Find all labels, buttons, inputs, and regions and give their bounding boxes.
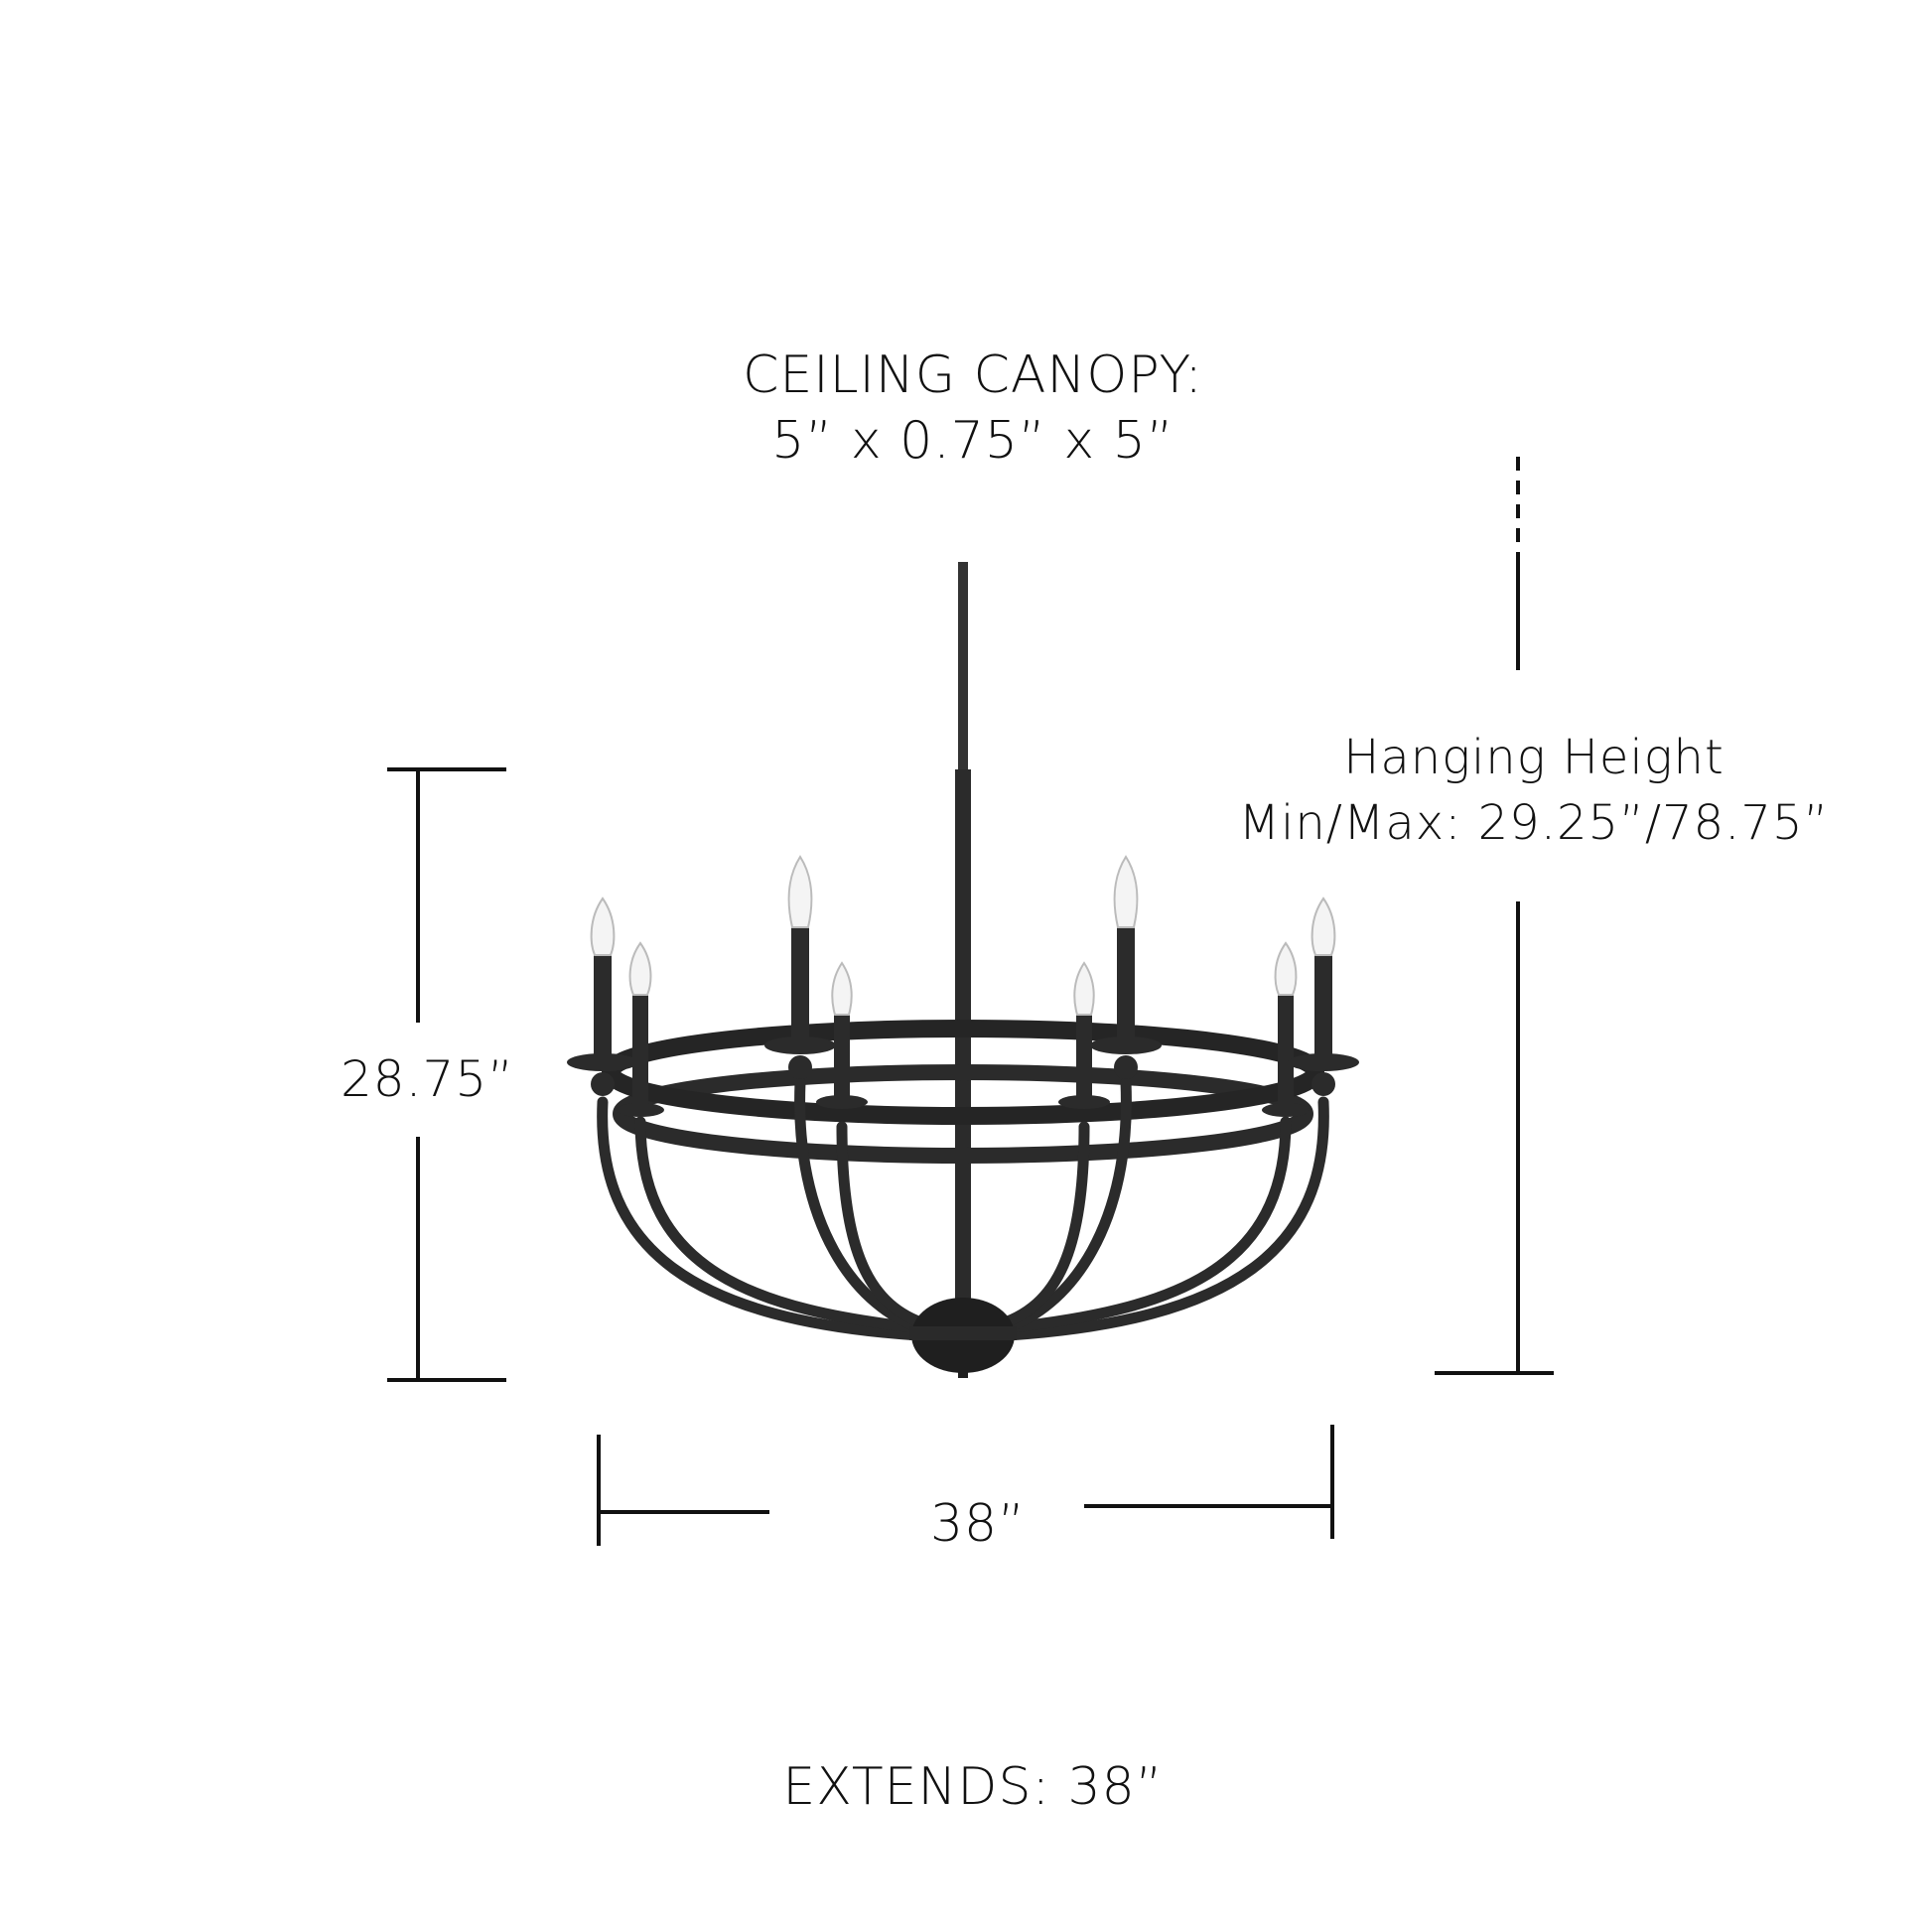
hanging-height-title: Hanging Height bbox=[1343, 730, 1725, 785]
hanging-height-dimension-line bbox=[1435, 457, 1554, 1375]
width-dimension-line bbox=[597, 1425, 1334, 1546]
candle-light bbox=[1288, 897, 1359, 1096]
candle-light bbox=[764, 855, 836, 1079]
candle-light bbox=[816, 961, 868, 1109]
candle-light bbox=[1262, 941, 1310, 1117]
chandelier-fixture bbox=[567, 562, 1359, 1378]
extends-label: EXTENDS: 38” bbox=[782, 1757, 1164, 1817]
canopy-title: CEILING CANOPY: bbox=[743, 345, 1203, 405]
canopy-dimensions: 5” x 0.75” x 5” bbox=[771, 411, 1174, 471]
fixture-width-label: 38” bbox=[929, 1494, 1027, 1554]
hanging-height-label: Hanging Height Min/Max: 29.25”/78.75” bbox=[1239, 725, 1830, 856]
candle-light bbox=[1090, 855, 1162, 1079]
fixture-height-label: 28.75” bbox=[341, 1050, 515, 1108]
height-dimension-line bbox=[387, 767, 506, 1382]
hanging-height-value: Min/Max: 29.25”/78.75” bbox=[1238, 795, 1830, 851]
ceiling-canopy-label: CEILING CANOPY: 5” x 0.75” x 5” bbox=[743, 343, 1203, 474]
candle-light bbox=[567, 897, 638, 1096]
candle-light bbox=[1058, 961, 1110, 1109]
candle-light bbox=[617, 941, 664, 1117]
